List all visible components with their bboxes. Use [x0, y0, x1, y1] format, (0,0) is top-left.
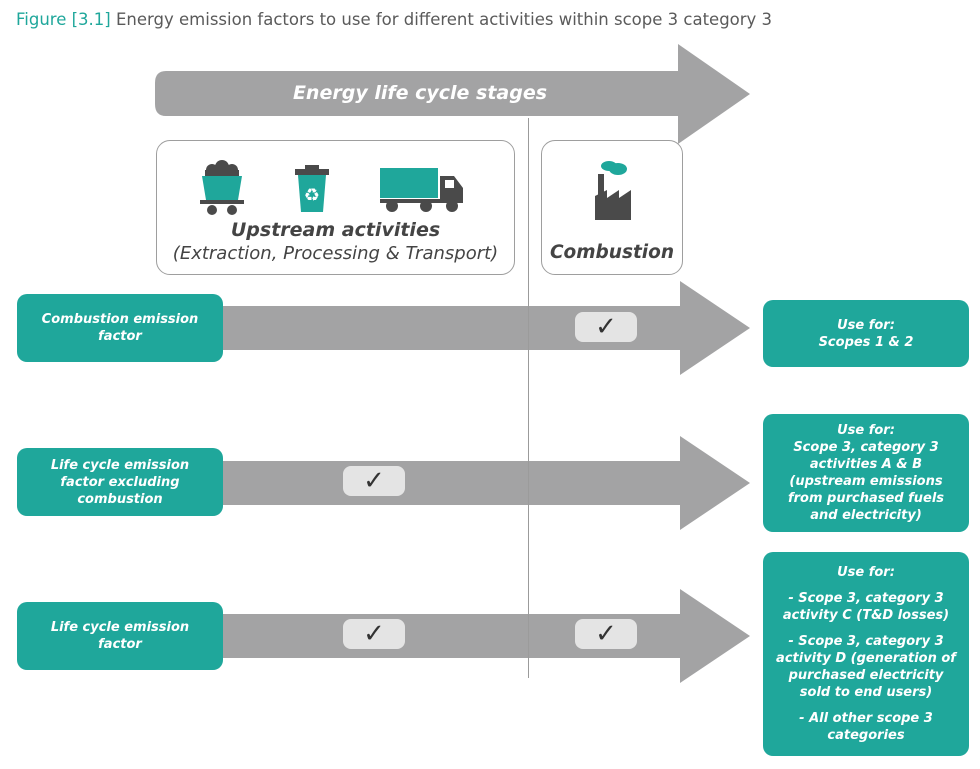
check-combustion-row3: ✓ — [575, 619, 637, 649]
factor-box-lifecycle-excl-combustion: Life cycle emission factor excluding com… — [17, 448, 223, 516]
use-box-row2: Use for: Scope 3, category 3 activities … — [763, 414, 969, 532]
use-box-row3: Use for: - Scope 3, category 3 activity … — [763, 552, 969, 756]
row-arrow-3 — [205, 589, 750, 683]
figure-title: Figure [3.1] Energy emission factors to … — [16, 10, 772, 29]
check-upstream-row3: ✓ — [343, 619, 405, 649]
use-for-item: Scope 3, category 3 activities A & B (up… — [787, 440, 945, 523]
svg-text:♻: ♻ — [304, 185, 320, 206]
use-for-label: Use for: — [837, 423, 895, 438]
factor-box-lifecycle: Life cycle emission factor — [17, 602, 223, 670]
use-box-row1: Use for: Scopes 1 & 2 — [763, 300, 969, 367]
use-for-item: - All other scope 3 categories — [799, 711, 933, 743]
combustion-title: Combustion — [549, 242, 675, 263]
use-for-label: Use for: — [837, 565, 895, 580]
figure-caption: Energy emission factors to use for diffe… — [116, 10, 773, 29]
coal-cart-icon — [200, 160, 244, 215]
upstream-subtitle: (Extraction, Processing & Transport) — [172, 243, 499, 264]
use-for-item: - Scope 3, category 3 activity C (T&D lo… — [782, 591, 950, 623]
truck-icon — [380, 168, 463, 212]
factor-box-combustion: Combustion emission factor — [17, 294, 223, 362]
check-upstream-row2: ✓ — [343, 466, 405, 496]
row-arrow-1 — [205, 281, 750, 375]
figure-label: Figure [3.1] — [16, 10, 111, 29]
lifecycle-arrow-label: Energy life cycle stages — [292, 82, 548, 104]
recycle-bin-icon: ♻ — [295, 165, 329, 212]
use-for-item: - Scope 3, category 3 activity D (genera… — [776, 634, 956, 700]
row-arrow-2 — [205, 436, 750, 530]
use-for-item: Scopes 1 & 2 — [818, 334, 914, 350]
factory-icon — [595, 161, 631, 220]
lifecycle-arrow — [155, 44, 750, 144]
check-combustion-row1: ✓ — [575, 312, 637, 342]
upstream-title: Upstream activities — [230, 219, 441, 241]
use-for-label: Use for: — [837, 317, 895, 333]
stage-divider-line — [528, 118, 529, 678]
